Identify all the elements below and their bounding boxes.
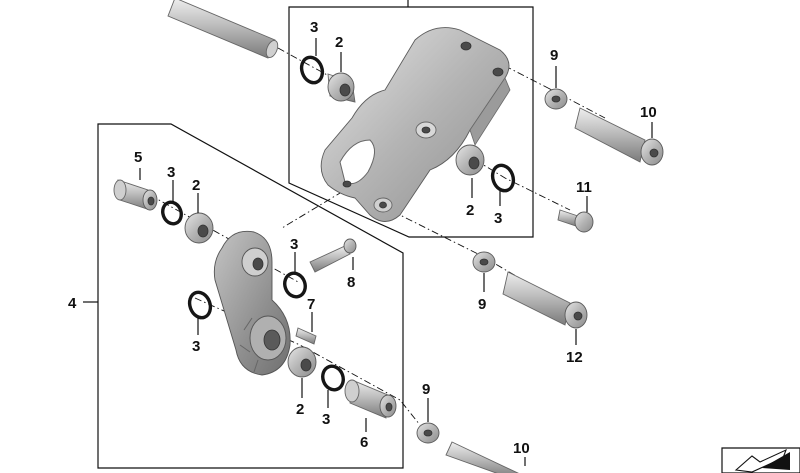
bushing-2-bottom [287, 346, 317, 378]
bolt-12 [502, 271, 588, 329]
pin-8 [309, 238, 357, 273]
screw-11 [557, 209, 594, 233]
pin-7 [295, 327, 317, 345]
upper-link [320, 27, 511, 222]
callout-7: 7 [307, 296, 315, 313]
bolt-10-right [574, 107, 664, 166]
seal-ring-3-left [161, 200, 183, 226]
seal-ring-3-lower [187, 290, 213, 320]
callout-9-bottom: 9 [422, 381, 430, 398]
seal-ring-3-pin [283, 271, 307, 299]
seal-ring-3-top [299, 55, 325, 85]
upper-assembly-frame [288, 6, 534, 238]
bolt-10-bottom [445, 441, 519, 473]
bushing-2-mid [455, 144, 485, 176]
callout-11: 11 [576, 179, 592, 196]
seal-ring-3-mid [490, 163, 516, 193]
callout-2-left: 2 [192, 177, 200, 194]
top-bolt [167, 0, 279, 59]
callout-6: 6 [360, 434, 368, 451]
spacer-9-bottom [416, 422, 440, 444]
lower-assembly-frame [97, 123, 404, 469]
callout-3-pin: 3 [290, 236, 298, 253]
callout-9-right: 9 [550, 47, 558, 64]
leader-lines [139, 38, 653, 466]
callout-3-bottom: 3 [322, 411, 330, 428]
callout-9-mid: 9 [478, 296, 486, 313]
callout-5: 5 [134, 149, 142, 166]
sleeve-6 [344, 379, 397, 419]
lower-lever [213, 230, 291, 376]
callout-2-top: 2 [335, 34, 343, 51]
seal-ring-3-bottom [321, 364, 345, 392]
bushing-2-top [327, 72, 356, 103]
spacer-9-mid [472, 251, 496, 273]
callout-3-left: 3 [167, 164, 175, 181]
callout-3-mid: 3 [494, 210, 502, 227]
callout-12: 12 [566, 349, 583, 366]
bushing-2-left [184, 212, 214, 244]
callout-10-bottom: 10 [513, 440, 530, 457]
direction-arrow-icon [721, 447, 800, 473]
callout-3-top: 3 [310, 19, 318, 36]
callout-8: 8 [347, 274, 355, 291]
callout-10-right: 10 [640, 104, 657, 121]
callout-2-bottom: 2 [296, 401, 304, 418]
sleeve-5 [113, 179, 158, 211]
spacer-9-right [544, 88, 568, 110]
callout-2-mid: 2 [466, 202, 474, 219]
callout-4: 4 [68, 295, 77, 312]
callout-3-lower: 3 [192, 338, 200, 355]
